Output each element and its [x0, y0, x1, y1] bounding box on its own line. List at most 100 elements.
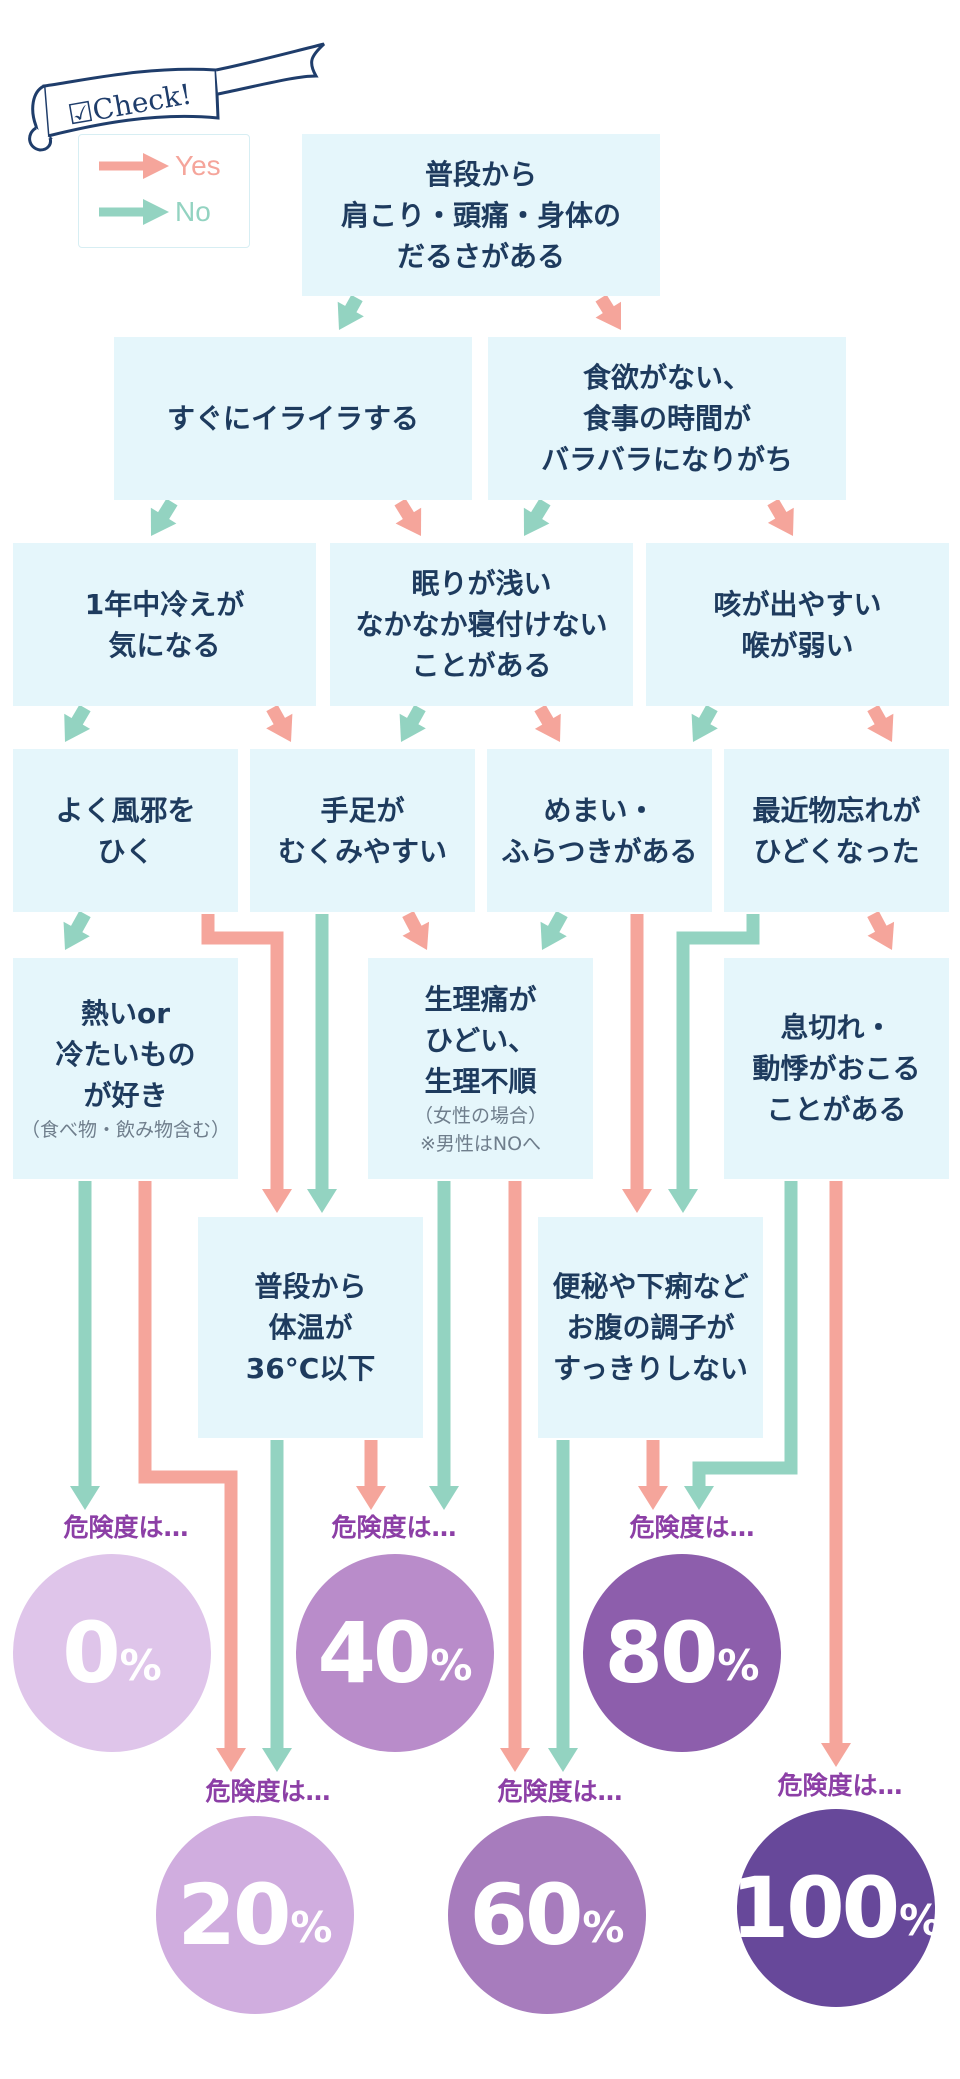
result-unit: %: [582, 1903, 625, 1952]
yes-arrow-head: [821, 1743, 851, 1767]
question-box-digestion: 便秘や下痢など お腹の調子が すっきりしない: [538, 1217, 763, 1438]
result-circle-20: 20%: [156, 1816, 354, 2014]
yes-arrow: [138, 1181, 238, 1754]
result-value: 100: [730, 1859, 900, 1957]
no-arrow-head: [150, 507, 177, 536]
result-circle-100: 100%: [731, 1809, 941, 2007]
question-line: 熱いor: [80, 997, 171, 1030]
result-label-0: 危険度は…: [63, 1513, 189, 1542]
yes-arrow-head: [356, 1486, 386, 1510]
question-line: 眠りが浅い: [411, 567, 552, 600]
question-line: 動悸がおこる: [752, 1052, 921, 1085]
result-label-20: 危険度は…: [205, 1777, 331, 1806]
result-circle-40: 40%: [296, 1554, 494, 1752]
no-arrow-head: [548, 1748, 578, 1772]
question-line: 生理痛が: [424, 983, 537, 1016]
no-arrow-head: [337, 301, 364, 330]
no-arrow-head: [523, 507, 550, 536]
question-line: 喉が弱い: [741, 628, 854, 662]
question-line: なかなか寝付けない: [355, 608, 608, 641]
no-arrow-head: [684, 1486, 714, 1510]
question-line: 体温が: [268, 1311, 353, 1344]
question-line: ひく: [97, 834, 154, 868]
question-box-cough: 咳が出やすい 喉が弱い: [646, 543, 949, 706]
no-arrow: [676, 914, 760, 1195]
question-box-palpitations: 息切れ・ 動悸がおこる ことがある: [724, 958, 949, 1179]
result-label-80: 危険度は…: [629, 1513, 755, 1542]
question-line: 最近物忘れが: [752, 793, 921, 827]
yes-arrow-head: [395, 507, 422, 536]
result-value: 20: [177, 1866, 292, 1964]
yes-arrow-head: [867, 713, 894, 742]
result-unit: %: [899, 1896, 942, 1945]
question-line: だるさがある: [396, 239, 565, 273]
question-box-forgetfulness: 最近物忘れが ひどくなった: [724, 749, 949, 912]
yes-arrow-head: [534, 713, 561, 742]
question-box-irritability: すぐにイライラする: [114, 337, 472, 500]
question-line: 肩こり・頭痛・身体の: [340, 198, 621, 232]
question-line: 手足が: [320, 793, 405, 827]
question-note: ※男性はNOへ: [419, 1133, 542, 1155]
question-box-swelling: 手足が むくみやすい: [250, 749, 475, 912]
yes-arrow-head: [638, 1486, 668, 1510]
result-value: 0: [62, 1604, 120, 1702]
question-line: よく風邪を: [55, 793, 196, 827]
result-unit: %: [717, 1641, 760, 1690]
result-circle-0: 0%: [13, 1554, 211, 1752]
question-box-menstrual: 生理痛が ひどい、 生理不順 （女性の場合） ※男性はNOへ: [368, 958, 593, 1179]
question-line: すぐにイライラする: [166, 402, 419, 435]
result-label-40: 危険度は…: [331, 1513, 457, 1542]
no-arrow-head: [307, 1189, 337, 1213]
no-arrow-head: [399, 713, 426, 742]
question-note: （女性の場合）: [413, 1105, 547, 1127]
question-box-dizziness: めまい・ ふらつきがある: [487, 749, 712, 912]
question-line: ひどくなった: [753, 834, 920, 868]
question-line: 普段から: [254, 1270, 367, 1303]
check-banner-icon: ☑Check!: [28, 42, 326, 152]
yes-arrow-head: [595, 301, 621, 330]
yes-arrow-icon: [99, 153, 169, 179]
result-value: 60: [469, 1866, 584, 1964]
yes-arrow: [201, 914, 284, 1195]
question-box-appetite: 食欲がない、 食事の時間が バラバラになりがち: [488, 337, 846, 500]
question-line: 気になる: [108, 628, 221, 662]
question-note: （食べ物・飲み物含む）: [20, 1119, 230, 1141]
result-unit: %: [290, 1903, 333, 1952]
question-line: ひどい、: [424, 1024, 537, 1057]
legend-no-label: No: [175, 196, 211, 227]
question-line: むくみやすい: [277, 834, 448, 868]
yes-arrow-head: [867, 921, 895, 950]
no-arrow-head: [63, 921, 90, 950]
no-arrow-head: [262, 1748, 292, 1772]
result-circle-60: 60%: [448, 1816, 646, 2014]
no-arrow-icon: [99, 199, 169, 225]
question-line: 1年中冷えが: [84, 587, 245, 621]
result-label-100: 危険度は…: [777, 1771, 903, 1800]
question-line: 便秘や下痢など: [552, 1270, 749, 1303]
yes-arrow-head: [622, 1189, 652, 1213]
question-line: バラバラになりがち: [541, 443, 793, 476]
no-arrow-head: [668, 1189, 698, 1213]
question-line: 普段から: [424, 157, 537, 191]
question-line: 食事の時間が: [582, 402, 751, 435]
no-arrow-head: [540, 921, 567, 950]
question-box-catch-cold: よく風邪を ひく: [13, 749, 238, 912]
no-arrow-head: [70, 1486, 100, 1510]
question-line: 息切れ・: [780, 1011, 893, 1044]
question-box-body-temperature: 普段から 体温が 36°C以下: [198, 1217, 423, 1438]
question-box-hot-cold-food: 熱いor 冷たいもの が好き （食べ物・飲み物含む）: [13, 958, 238, 1179]
question-line: すっきりしない: [553, 1352, 748, 1385]
question-line: お腹の調子が: [566, 1311, 735, 1344]
legend-yes-label: Yes: [175, 150, 221, 181]
question-box-sleep: 眠りが浅い なかなか寝付けない ことがある: [330, 543, 633, 706]
yes-arrow-head: [216, 1748, 246, 1772]
question-line: が好き: [83, 1079, 168, 1112]
yes-arrow-head: [402, 921, 430, 950]
yes-arrow-head: [500, 1748, 530, 1772]
question-line: 生理不順: [424, 1065, 537, 1098]
question-line: 冷たいもの: [55, 1038, 196, 1071]
result-value: 40: [317, 1604, 432, 1702]
yes-arrow-head: [262, 1189, 292, 1213]
no-arrow: [692, 1181, 798, 1492]
result-unit: %: [119, 1641, 162, 1690]
